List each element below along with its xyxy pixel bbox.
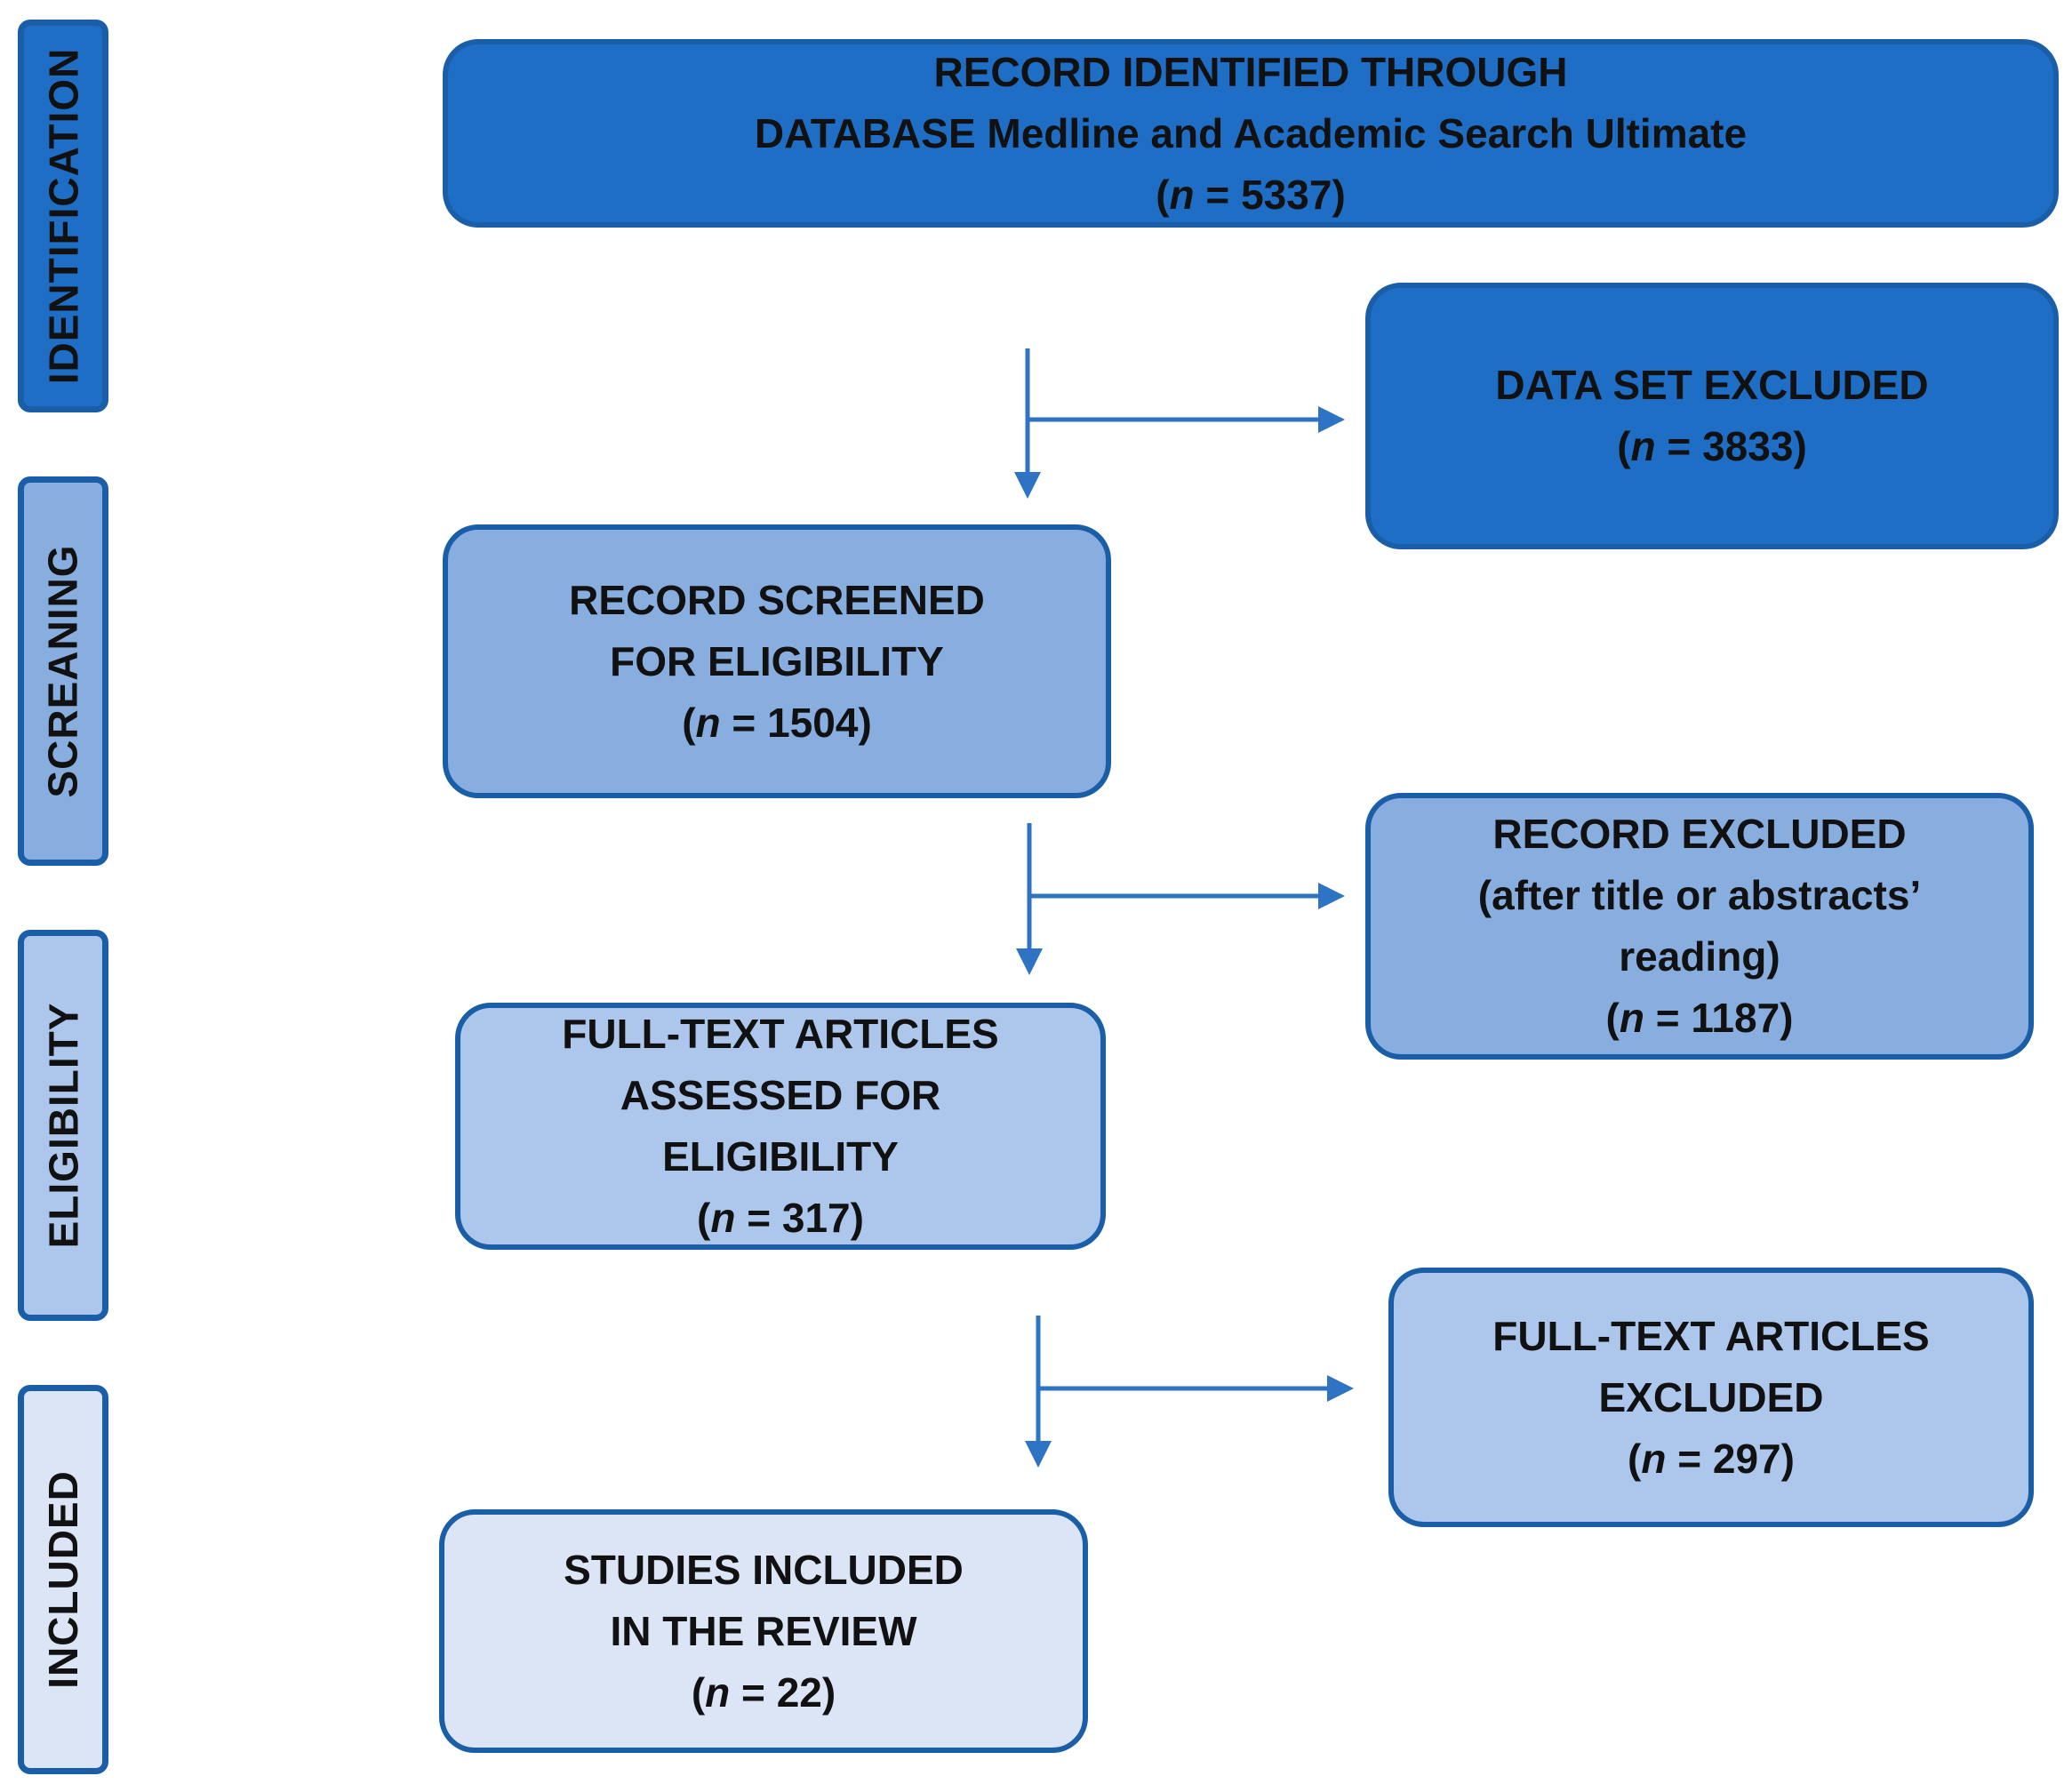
count-value: 297 <box>1712 1435 1781 1482</box>
box-line: IN THE REVIEW <box>610 1607 917 1654</box>
n-symbol: n <box>705 1668 731 1716</box>
box-records-screened: RECORD SCREENED FOR ELIGIBILITY (n = 150… <box>443 524 1111 798</box>
box-count: (n = 1187) <box>1605 995 1794 1041</box>
box-line: FOR ELIGIBILITY <box>610 637 944 684</box>
box-line: FULL-TEXT ARTICLES <box>1492 1312 1930 1359</box>
connector-screening <box>1016 823 1345 975</box>
box-line: (after title or abstracts’ <box>1477 872 1922 918</box>
box-studies-included: STUDIES INCLUDED IN THE REVIEW (n = 22) <box>439 1509 1088 1753</box>
box-line: EXCLUDED <box>1598 1373 1824 1420</box>
n-symbol: n <box>1619 995 1644 1041</box>
box-dataset-excluded: DATA SET EXCLUDED (n = 3833) <box>1365 283 2059 549</box>
box-count: (n = 3833) <box>1617 423 1807 469</box>
box-line: RECORD SCREENED <box>569 576 985 623</box>
n-symbol: n <box>695 699 721 746</box>
count-value: 317 <box>781 1195 851 1241</box>
box-line: DATABASE Medline and Academic Search Ult… <box>754 109 1748 156</box>
box-count: (n = 317) <box>697 1195 864 1241</box>
box-line: STUDIES INCLUDED <box>564 1546 964 1593</box>
box-count: (n = 5337) <box>1156 171 1346 218</box>
connector-eligibility <box>1025 1316 1354 1468</box>
box-count: (n = 1504) <box>682 699 872 746</box>
box-line: FULL-TEXT ARTICLES <box>562 1011 999 1057</box>
stage-tab-identification: IDENTIFICATION <box>18 20 108 412</box>
box-line: reading) <box>1619 933 1780 980</box>
n-symbol: n <box>1169 171 1195 218</box>
n-symbol: n <box>710 1195 736 1241</box>
box-fulltext-assessed: FULL-TEXT ARTICLES ASSESSED FOR ELIGIBIL… <box>455 1003 1106 1250</box>
count-value: 1504 <box>767 699 859 746</box>
count-value: 1187 <box>1691 995 1780 1041</box>
box-line: RECORD IDENTIFIED THROUGH <box>933 48 1568 95</box>
box-line: ASSESSED FOR <box>620 1072 941 1118</box>
stage-tab-screening: SCREANING <box>18 476 108 866</box>
stage-tab-eligibility: ELIGIBILITY <box>18 930 108 1321</box>
connector-identification <box>1014 348 1345 499</box>
box-fulltext-excluded: FULL-TEXT ARTICLES EXCLUDED (n = 297) <box>1388 1268 2034 1527</box>
box-count: (n = 22) <box>691 1668 836 1716</box>
count-value: 22 <box>776 1668 822 1716</box>
n-symbol: n <box>1630 423 1656 469</box>
box-line: ELIGIBILITY <box>662 1133 899 1180</box>
box-records-excluded: RECORD EXCLUDED (after title or abstract… <box>1365 793 2034 1060</box>
box-records-identified: RECORD IDENTIFIED THROUGH DATABASE Medli… <box>443 39 2059 228</box>
stage-tab-included: INCLUDED <box>18 1385 108 1774</box>
count-value: 5337 <box>1241 171 1332 218</box>
box-line: RECORD EXCLUDED <box>1492 811 1907 857</box>
box-line: DATA SET EXCLUDED <box>1495 362 1929 408</box>
n-symbol: n <box>1641 1435 1667 1482</box>
box-count: (n = 297) <box>1628 1435 1795 1482</box>
count-value: 3833 <box>1702 423 1794 469</box>
